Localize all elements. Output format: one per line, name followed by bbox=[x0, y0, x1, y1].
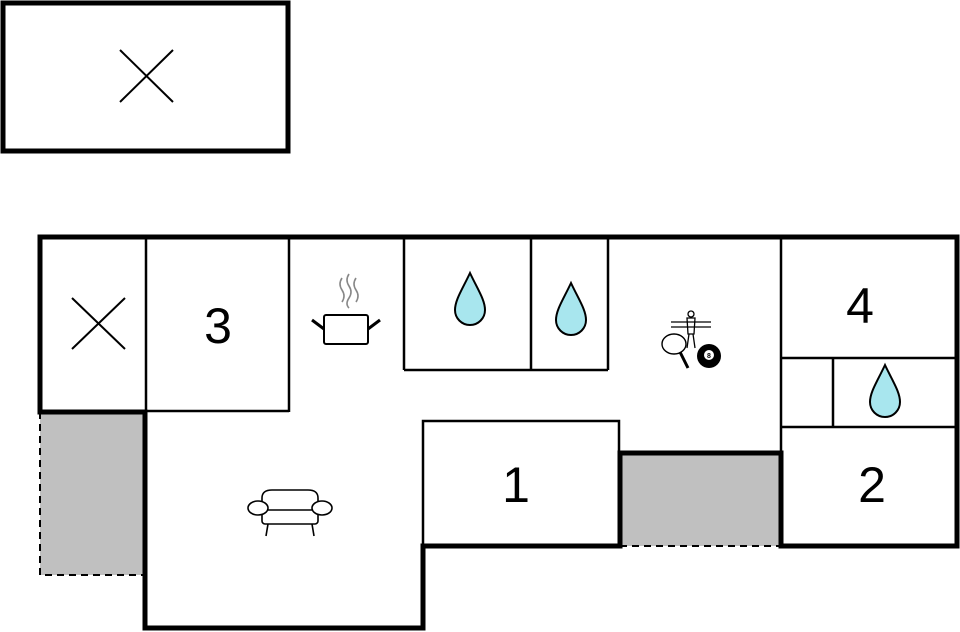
billiard-ball-icon: 8 bbox=[697, 344, 721, 368]
interior-walls bbox=[144, 237, 957, 546]
room-label-2: 2 bbox=[858, 457, 886, 513]
ping-pong-paddle-icon bbox=[661, 333, 690, 369]
games-icon: 8 bbox=[661, 310, 721, 369]
svg-text:8: 8 bbox=[707, 353, 711, 360]
x-mark-icon bbox=[119, 49, 174, 103]
exterior-walls bbox=[37, 234, 960, 631]
water-drop-icon bbox=[453, 270, 487, 326]
room-label-4: 4 bbox=[846, 278, 874, 334]
cooking-pot-icon bbox=[311, 273, 381, 345]
sofa-icon bbox=[247, 489, 333, 537]
outbuilding bbox=[0, 0, 291, 154]
terrace-left bbox=[39, 412, 145, 576]
water-drop-icon bbox=[868, 362, 902, 418]
x-mark-icon bbox=[71, 297, 126, 350]
table-football-icon bbox=[671, 310, 711, 349]
room-label-3: 3 bbox=[204, 298, 232, 354]
terrace-middle bbox=[620, 453, 781, 547]
water-drop-icon bbox=[554, 280, 588, 336]
room-label-1: 1 bbox=[502, 457, 530, 513]
